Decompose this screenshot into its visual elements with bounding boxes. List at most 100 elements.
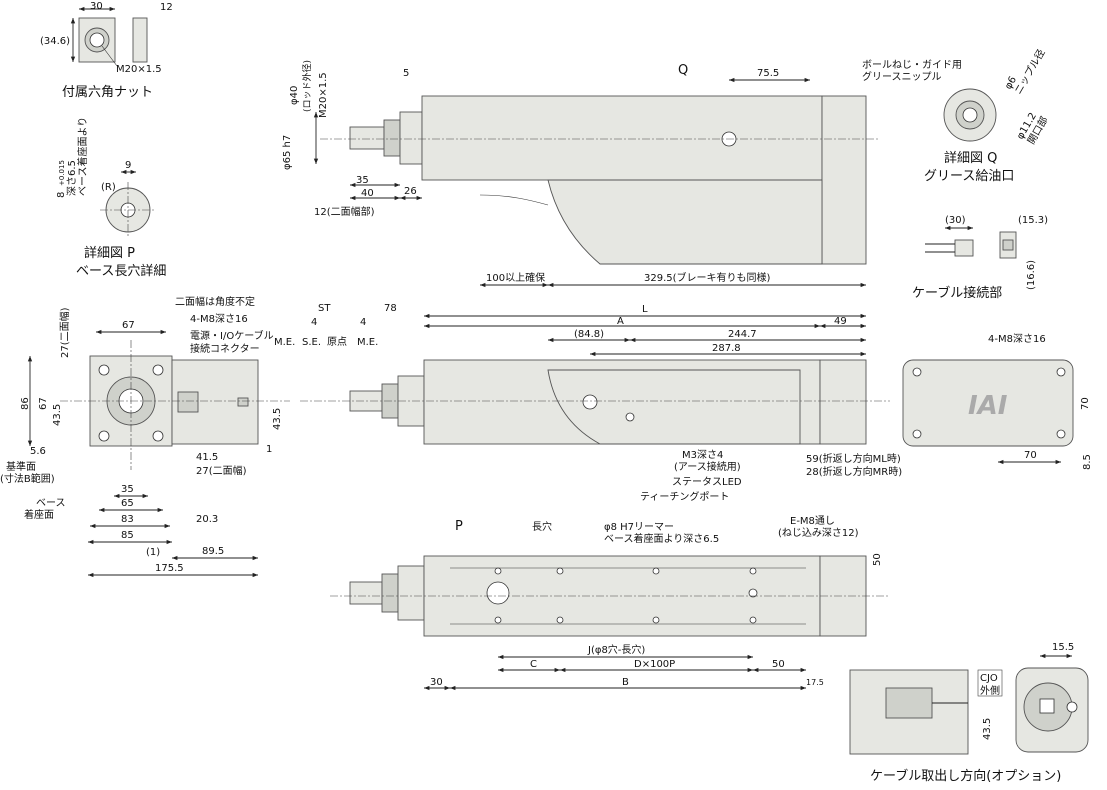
rear-view: IAI 4-M8深さ16 70 70 8.5 <box>902 333 1093 470</box>
svg-text:75.5: 75.5 <box>757 68 779 79</box>
svg-text:43.5: 43.5 <box>982 718 993 740</box>
svg-text:70: 70 <box>1080 397 1091 410</box>
cable-connection-view: (30) (15.3) (16.6) ケーブル接続部 <box>912 215 1048 301</box>
svg-text:35: 35 <box>121 484 134 495</box>
nut-side <box>132 17 148 63</box>
svg-text:175.5: 175.5 <box>155 563 184 574</box>
svg-text:φ40: φ40 <box>289 86 300 105</box>
detail-p-subtitle: ベース長穴詳細 <box>76 263 166 279</box>
motor-housing <box>821 95 867 265</box>
svg-text:着座面: 着座面 <box>24 508 54 521</box>
svg-text:CJO: CJO <box>980 673 998 684</box>
svg-text:67: 67 <box>122 320 135 331</box>
nut-height-label: (34.6) <box>40 36 70 47</box>
svg-text:50: 50 <box>872 553 883 566</box>
rod-flats <box>383 119 401 157</box>
svg-text:(寸法B範囲): (寸法B範囲) <box>0 472 55 485</box>
svg-text:4: 4 <box>311 317 317 328</box>
svg-text:50: 50 <box>772 659 785 670</box>
svg-text:基準面: 基準面 <box>6 460 36 473</box>
front-view: 二面幅は角度不定 4-M8深さ16 電源・I/Oケーブル 接続コネクター 67 … <box>0 295 290 578</box>
svg-text:長穴: 長穴 <box>532 520 552 533</box>
hex-nut-view: 30 12 (34.6) M20×1.5 付属六角ナット <box>40 1 173 100</box>
svg-text:30: 30 <box>430 677 443 688</box>
detail-p-title: 詳細図 P <box>84 245 135 261</box>
svg-text:89.5: 89.5 <box>202 546 224 557</box>
svg-text:4: 4 <box>360 317 366 328</box>
svg-text:ニップル径: ニップル径 <box>1011 47 1047 97</box>
svg-text:78: 78 <box>384 303 397 314</box>
p-marker: P <box>455 519 463 534</box>
svg-text:35: 35 <box>356 175 369 186</box>
svg-text:ボールねじ・ガイド用: ボールねじ・ガイド用 <box>862 59 962 71</box>
svg-text:20.3: 20.3 <box>196 514 218 525</box>
svg-text:+0.015: +0.015 <box>58 160 66 186</box>
svg-text:27(二面幅): 27(二面幅) <box>196 464 247 477</box>
power-io-connector <box>177 391 199 413</box>
svg-text:(ねじ込み深さ12): (ねじ込み深さ12) <box>778 527 859 539</box>
svg-text:28(折返し方向MR時): 28(折返し方向MR時) <box>806 465 902 478</box>
detail-p-view: 9 (R) 8 +0.015 深さ6.5 ベース着座面より 詳細図 P ベース長… <box>56 117 166 279</box>
nut-thread-label: M20×1.5 <box>116 64 162 75</box>
svg-text:グリースニップル: グリースニップル <box>862 70 942 83</box>
svg-text:59(折返し方向ML時): 59(折返し方向ML時) <box>806 452 901 465</box>
svg-text:(15.3): (15.3) <box>1018 215 1048 226</box>
svg-text:電源・I/Oケーブル: 電源・I/Oケーブル <box>190 329 274 342</box>
svg-text:49: 49 <box>834 316 847 327</box>
svg-text:70: 70 <box>1024 450 1037 461</box>
bottom-view: P 長穴 φ8 H7リーマー ベース着座面より深さ6.5 E-M8通し (ねじ込… <box>330 515 890 691</box>
rod-end <box>349 126 385 150</box>
svg-text:ベース着座面より: ベース着座面より <box>76 117 89 196</box>
cable-plug <box>954 239 974 257</box>
svg-text:二面幅は角度不定: 二面幅は角度不定 <box>175 295 255 308</box>
svg-text:(30): (30) <box>945 215 966 226</box>
svg-text:83: 83 <box>121 514 134 525</box>
actuator-body <box>421 95 823 181</box>
p-slot-label: 8 <box>56 192 67 198</box>
nut-caption: 付属六角ナット <box>62 85 153 100</box>
svg-text:L: L <box>642 304 648 315</box>
detail-q-subtitle: グリース給油口 <box>924 169 1014 184</box>
svg-text:27(二面幅): 27(二面幅) <box>58 307 71 358</box>
svg-text:(アース接続用): (アース接続用) <box>674 460 741 473</box>
svg-text:1: 1 <box>266 444 272 455</box>
detail-q-view: ボールねじ・ガイド用 グリースニップル φ6 ニップル径 φ11.2 開口部 詳… <box>862 47 1051 184</box>
nut-width-label: 30 <box>90 1 103 12</box>
svg-text:15.5: 15.5 <box>1052 642 1074 653</box>
main-controller <box>547 369 801 445</box>
svg-text:287.8: 287.8 <box>712 343 741 354</box>
svg-text:S.E.: S.E. <box>302 337 321 348</box>
main-side-view: ST 78 4 4 M.E. S.E. 原点 M.E. L A 49 (84.8… <box>274 303 902 503</box>
svg-text:M.E.: M.E. <box>274 337 295 348</box>
svg-text:A: A <box>617 316 624 327</box>
teaching-port <box>582 394 598 410</box>
svg-text:M.E.: M.E. <box>357 337 378 348</box>
svg-text:D×100P: D×100P <box>634 659 675 670</box>
p-r-label: (R) <box>101 182 116 193</box>
svg-text:41.5: 41.5 <box>196 452 218 463</box>
iai-logo: IAI <box>968 391 1008 421</box>
svg-text:100以上確保: 100以上確保 <box>486 271 545 284</box>
svg-text:外側: 外側 <box>980 684 1000 697</box>
svg-text:ベース: ベース <box>36 497 66 509</box>
svg-text:8.5: 8.5 <box>1082 454 1093 470</box>
svg-text:244.7: 244.7 <box>728 329 757 340</box>
svg-text:12(二面幅部): 12(二面幅部) <box>314 205 375 218</box>
svg-text:5: 5 <box>403 68 409 79</box>
side-view-top: φ40 (ロッド外径) M20×1.5 φ65 h7 5 35 40 26 12… <box>282 60 880 288</box>
svg-text:(16.6): (16.6) <box>1026 260 1037 290</box>
svg-text:85: 85 <box>121 530 134 541</box>
svg-text:ティーチングポート: ティーチングポート <box>640 490 729 503</box>
svg-text:5.6: 5.6 <box>30 446 46 457</box>
svg-text:E-M8通し: E-M8通し <box>790 515 835 527</box>
svg-text:(1): (1) <box>146 547 160 558</box>
svg-text:M20×1.5: M20×1.5 <box>318 72 329 118</box>
grease-nipple <box>962 107 978 123</box>
svg-text:43.5: 43.5 <box>52 404 63 426</box>
svg-text:C: C <box>530 659 537 670</box>
svg-text:65: 65 <box>121 498 134 509</box>
q-marker: Q <box>678 63 688 78</box>
svg-text:原点: 原点 <box>327 336 347 348</box>
svg-text:ベース着座面より深さ6.5: ベース着座面より深さ6.5 <box>604 532 719 545</box>
